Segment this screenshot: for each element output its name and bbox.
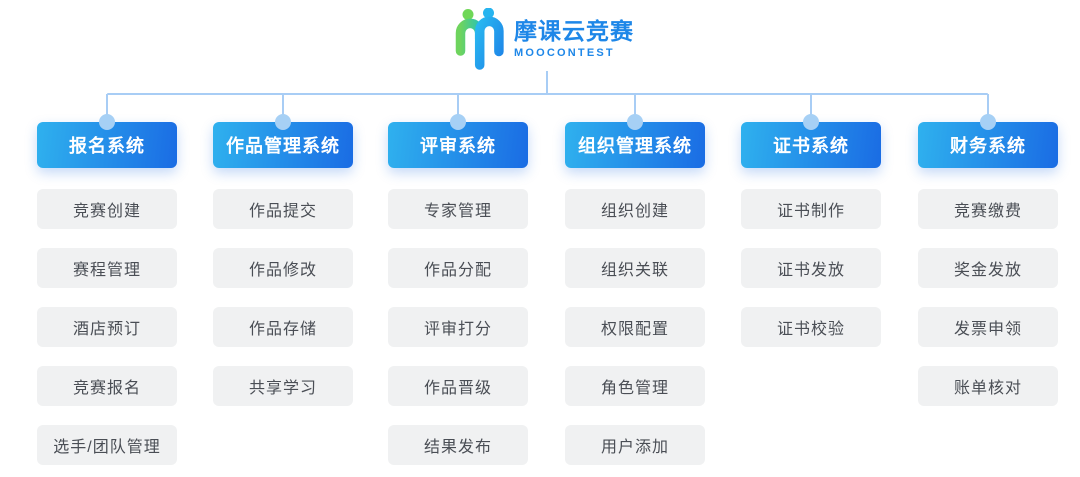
connector-drop-line bbox=[106, 94, 108, 122]
system-column-certificate: 证书系统证书制作证书发放证书校验 bbox=[741, 94, 881, 347]
brand-logo-icon bbox=[455, 8, 504, 70]
feature-item: 结果发布 bbox=[388, 425, 528, 465]
system-column-work-management: 作品管理系统作品提交作品修改作品存储共享学习 bbox=[213, 94, 353, 406]
connector-root-stub bbox=[546, 71, 548, 94]
feature-item: 竞赛缴费 bbox=[918, 189, 1058, 229]
feature-item: 证书制作 bbox=[741, 189, 881, 229]
system-header-organization-management: 组织管理系统 bbox=[565, 122, 705, 168]
system-column-organization-management: 组织管理系统组织创建组织关联权限配置角色管理用户添加 bbox=[565, 94, 705, 465]
feature-item: 专家管理 bbox=[388, 189, 528, 229]
feature-item: 证书校验 bbox=[741, 307, 881, 347]
connector-node-dot bbox=[627, 114, 643, 130]
feature-item: 发票申领 bbox=[918, 307, 1058, 347]
connector-node-dot bbox=[450, 114, 466, 130]
feature-item: 选手/团队管理 bbox=[37, 425, 177, 465]
connector-node-dot bbox=[275, 114, 291, 130]
feature-item: 酒店预订 bbox=[37, 307, 177, 347]
system-column-review: 评审系统专家管理作品分配评审打分作品晋级结果发布 bbox=[388, 94, 528, 465]
connector-node-dot bbox=[980, 114, 996, 130]
feature-item: 作品分配 bbox=[388, 248, 528, 288]
brand-logo: 摩课云竞赛 MOOCONTEST bbox=[455, 8, 634, 70]
connector-drop-line bbox=[282, 94, 284, 122]
feature-item: 奖金发放 bbox=[918, 248, 1058, 288]
feature-item: 组织创建 bbox=[565, 189, 705, 229]
connector-node-dot bbox=[803, 114, 819, 130]
feature-item: 竞赛报名 bbox=[37, 366, 177, 406]
connector-drop-line bbox=[457, 94, 459, 122]
feature-item: 共享学习 bbox=[213, 366, 353, 406]
brand-logo-text: 摩课云竞赛 MOOCONTEST bbox=[514, 8, 634, 59]
connector-drop-line bbox=[810, 94, 812, 122]
brand-name-en: MOOCONTEST bbox=[514, 47, 615, 60]
feature-item: 作品提交 bbox=[213, 189, 353, 229]
connector-drop-line bbox=[987, 94, 989, 122]
feature-item: 账单核对 bbox=[918, 366, 1058, 406]
feature-item: 角色管理 bbox=[565, 366, 705, 406]
system-column-finance: 财务系统竞赛缴费奖金发放发票申领账单核对 bbox=[918, 94, 1058, 406]
feature-item: 权限配置 bbox=[565, 307, 705, 347]
feature-item: 作品修改 bbox=[213, 248, 353, 288]
feature-item: 竞赛创建 bbox=[37, 189, 177, 229]
connector-drop-line bbox=[634, 94, 636, 122]
feature-item: 作品存储 bbox=[213, 307, 353, 347]
feature-item: 赛程管理 bbox=[37, 248, 177, 288]
connector-horizontal-line bbox=[107, 93, 988, 95]
feature-item: 用户添加 bbox=[565, 425, 705, 465]
feature-item: 组织关联 bbox=[565, 248, 705, 288]
system-column-registration: 报名系统竞赛创建赛程管理酒店预订竞赛报名选手/团队管理 bbox=[37, 94, 177, 465]
feature-item: 作品晋级 bbox=[388, 366, 528, 406]
connector-node-dot bbox=[99, 114, 115, 130]
feature-item: 评审打分 bbox=[388, 307, 528, 347]
brand-name-cn: 摩课云竞赛 bbox=[514, 18, 634, 44]
feature-item: 证书发放 bbox=[741, 248, 881, 288]
